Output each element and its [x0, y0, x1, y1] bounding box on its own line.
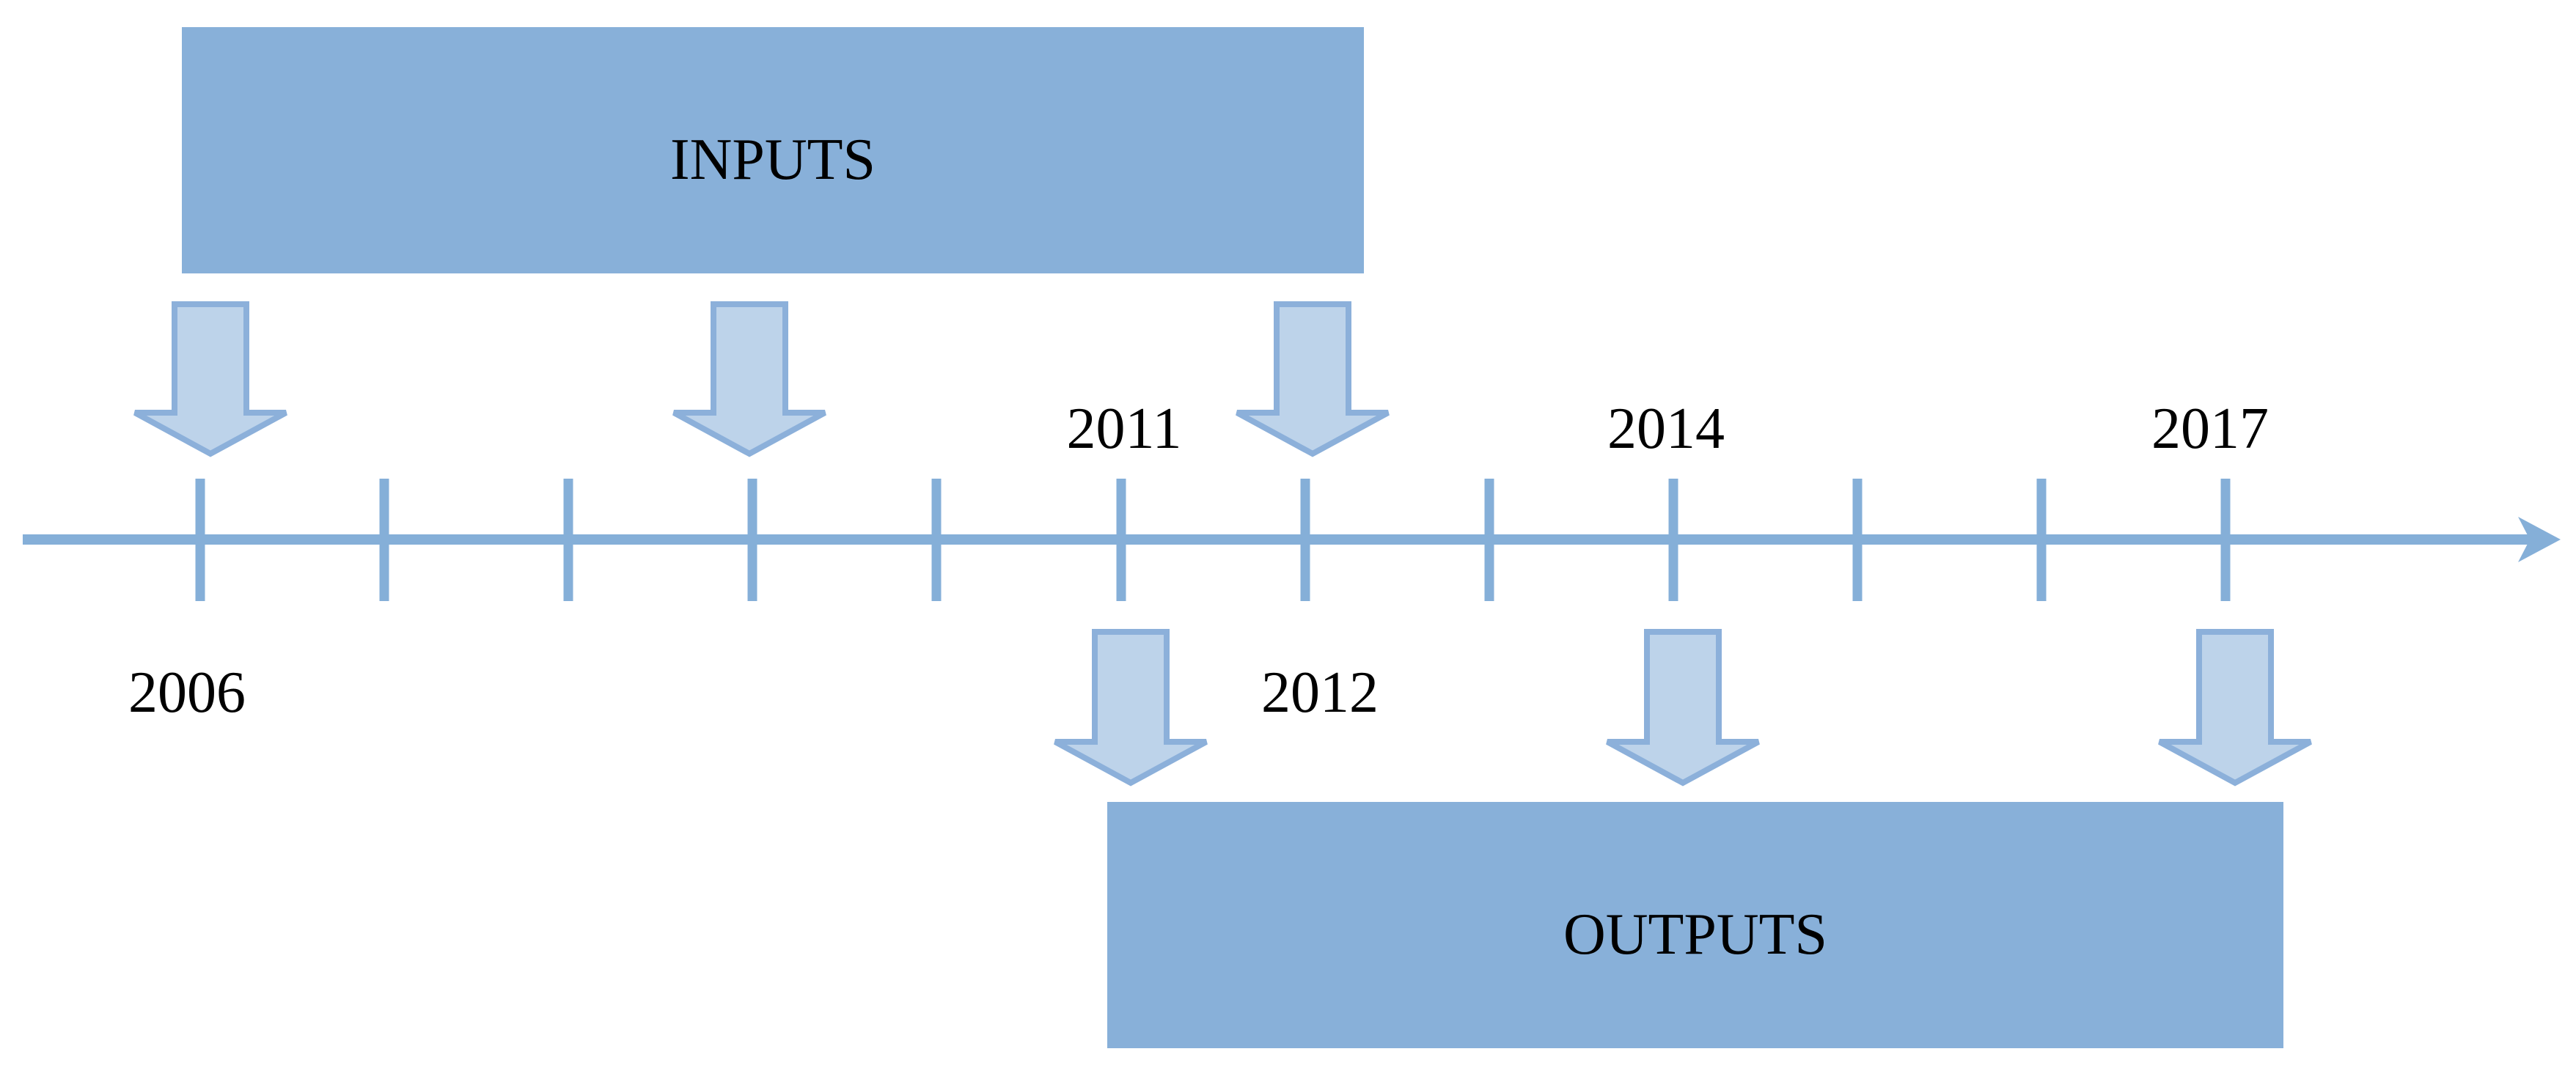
tick-mark — [379, 479, 389, 601]
year-label-2011: 2011 — [1066, 397, 1182, 461]
input-down-arrow-icon — [672, 301, 826, 457]
tick-mark — [1300, 479, 1310, 601]
tick-mark — [1116, 479, 1126, 601]
year-label-2012: 2012 — [1261, 660, 1379, 725]
tick-mark — [2036, 479, 2047, 601]
timeline-axis-line — [23, 534, 2531, 545]
outputs-label: OUTPUTS — [1563, 902, 1828, 967]
tick-mark — [747, 479, 757, 601]
outputs-box: OUTPUTS — [1107, 802, 2283, 1048]
tick-mark — [2220, 479, 2231, 601]
tick-mark — [931, 479, 942, 601]
tick-mark — [563, 479, 573, 601]
tick-mark — [1852, 479, 1863, 601]
year-label-2006: 2006 — [128, 660, 246, 725]
input-down-arrow-icon — [133, 301, 287, 457]
output-down-arrow-icon — [1606, 629, 1760, 787]
input-down-arrow-icon — [1236, 301, 1390, 457]
tick-mark — [195, 479, 205, 601]
output-down-arrow-icon — [1054, 629, 1208, 787]
tick-mark — [1484, 479, 1494, 601]
tick-mark — [1668, 479, 1678, 601]
output-down-arrow-icon — [2158, 629, 2312, 787]
inputs-box: INPUTS — [182, 27, 1364, 273]
year-label-2017: 2017 — [2151, 397, 2269, 461]
year-label-2014: 2014 — [1607, 397, 1725, 461]
timeline-arrowhead-icon — [2518, 517, 2561, 562]
inputs-label: INPUTS — [669, 128, 876, 192]
